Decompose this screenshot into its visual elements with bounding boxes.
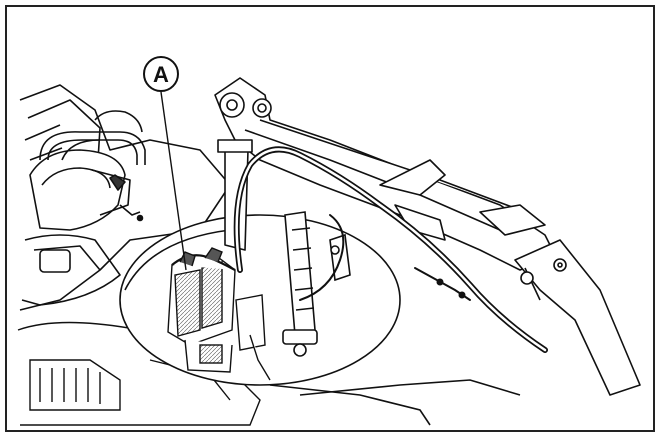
handle-tubing bbox=[39, 110, 146, 165]
cable-harness bbox=[233, 146, 548, 353]
callout-label-a: A bbox=[153, 62, 169, 87]
right-bracket bbox=[379, 159, 641, 396]
callout-circle bbox=[143, 56, 179, 92]
fuse-relay-block bbox=[167, 247, 271, 381]
callout-leader-line bbox=[160, 91, 187, 271]
